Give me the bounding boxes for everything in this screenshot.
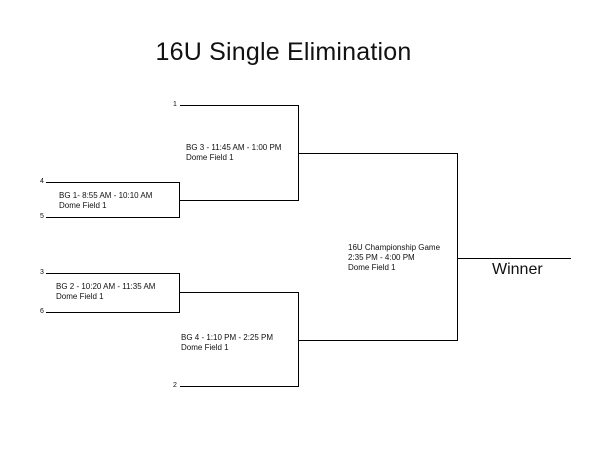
seed-4: 4 [40,178,44,185]
bg2-time: BG 2 - 10:20 AM - 11:35 AM [56,282,156,291]
championship-time: 2:35 PM - 4:00 PM [348,253,415,262]
bg3-time: BG 3 - 11:45 AM - 1:00 PM [186,143,282,152]
seed-2: 2 [173,382,177,389]
seed-1: 1 [173,101,177,108]
seed-3: 3 [40,269,44,276]
bracket-title: 16U Single Elimination [155,38,412,66]
championship-bracket [298,153,458,341]
championship-name: 16U Championship Game [348,243,441,252]
bg3-label: BG 3 - 11:45 AM - 1:00 PM Dome Field 1 [186,143,281,163]
bg4-field: Dome Field 1 [181,343,229,352]
winner-label: Winner [492,261,543,278]
bg4-time: BG 4 - 1:10 PM - 2:25 PM [181,333,274,342]
bg2-label: BG 2 - 10:20 AM - 11:35 AM Dome Field 1 [56,282,155,302]
seed-5: 5 [40,213,44,220]
bg1-time: BG 1- 8:55 AM - 10:10 AM [59,191,153,200]
bg4-bracket [179,292,299,387]
bg1-label: BG 1- 8:55 AM - 10:10 AM Dome Field 1 [59,191,152,211]
championship-label: 16U Championship Game 2:35 PM - 4:00 PM … [348,243,440,273]
championship-field: Dome Field 1 [348,263,396,272]
bg2-field: Dome Field 1 [56,292,104,301]
bg1-field: Dome Field 1 [59,201,107,210]
seed-6: 6 [40,308,44,315]
bg4-label: BG 4 - 1:10 PM - 2:25 PM Dome Field 1 [181,333,273,353]
bg3-field: Dome Field 1 [186,153,234,162]
